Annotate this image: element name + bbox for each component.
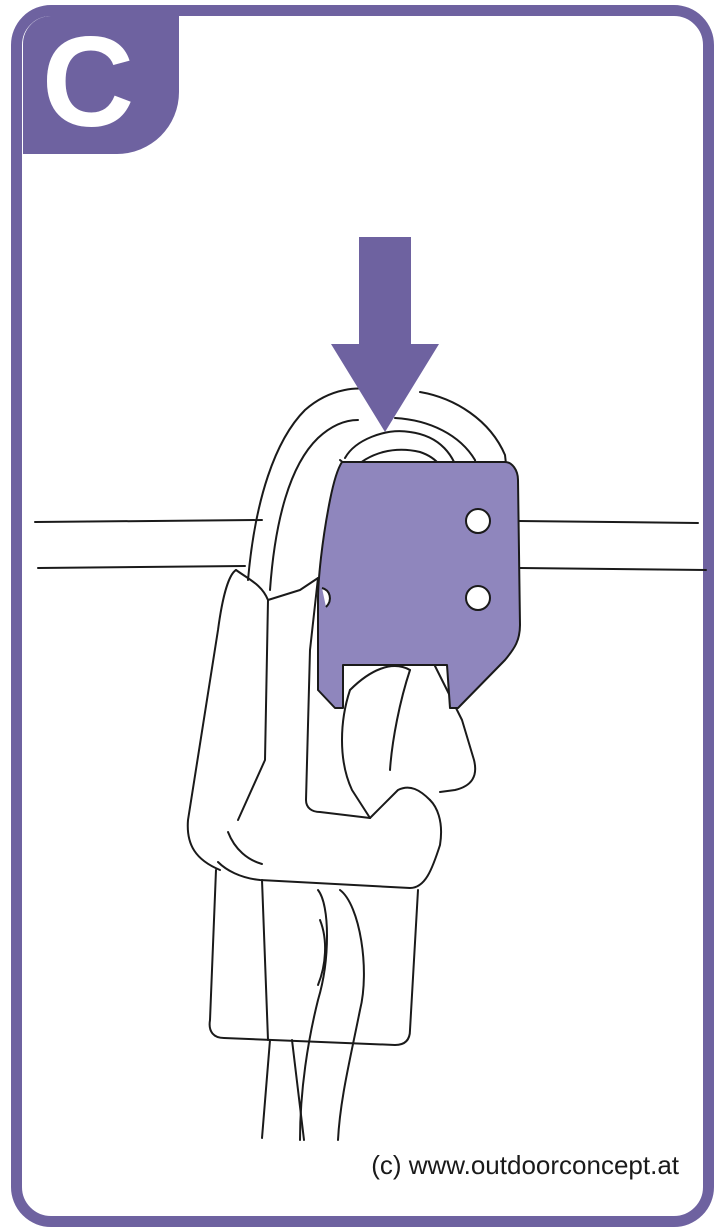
rope-icon <box>262 890 364 1140</box>
copyright-credit: (c) www.outdoorconcept.at <box>371 1150 679 1181</box>
arrow-down-icon <box>331 237 439 432</box>
belay-device-icon <box>318 462 520 708</box>
